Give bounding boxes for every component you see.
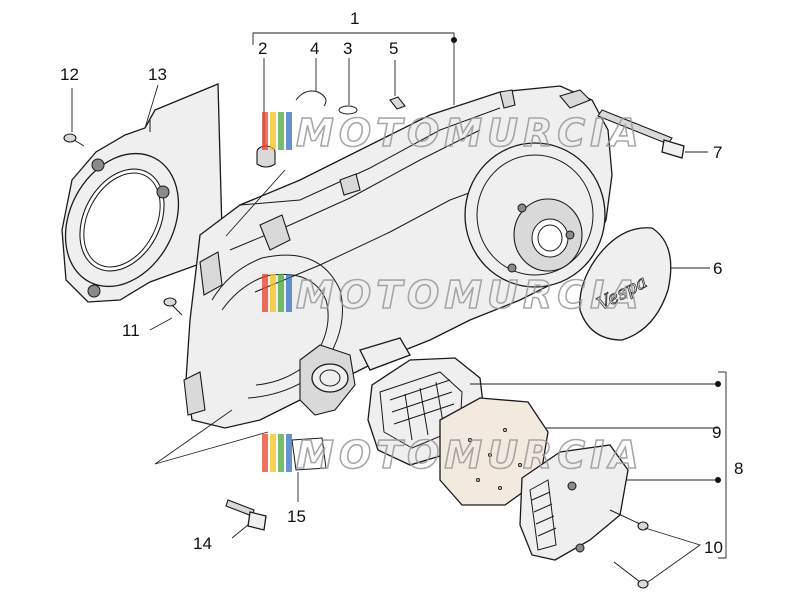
screw-part-11 [163,297,183,316]
callout-6: 6 [713,259,722,278]
callout-8: 8 [734,459,743,478]
transmission-cover-part [183,85,613,429]
watermark-stripe-red [262,434,268,472]
leader-lines [71,32,727,583]
watermark-stripe-green [278,434,284,472]
screw-part-12 [63,133,85,147]
watermark-stripe-yellow [270,112,276,150]
callout-12: 12 [60,65,79,84]
watermark-text: MOTOMURCIA [296,433,644,477]
watermark-stripe-green [278,112,284,150]
watermark-row-top: MOTOMURCIA [262,110,644,156]
watermark-row-bottom: MOTOMURCIA [262,432,644,478]
pin-part-5 [389,96,406,110]
callout-7: 7 [713,143,722,162]
watermark-stripe-red [262,112,268,150]
watermark-stripe-red [262,274,268,312]
watermark-text: MOTOMURCIA [296,111,644,155]
watermark-stripe-blue [286,112,292,150]
watermark-stripe-green [278,274,284,312]
callout-2: 2 [258,39,267,58]
logo-cover-part-6: Vespa [579,227,672,341]
callout-11: 11 [122,321,140,340]
bolt-part-14 [225,499,267,531]
callout-9: 9 [712,423,721,442]
heat-shield-part [61,83,223,303]
gasket-part-15 [291,437,327,471]
clip-part-4 [295,90,327,107]
watermark-stripe-blue [286,434,292,472]
watermark: MOTOMURCIA MOTOMURCIA MOTOMURCIA [262,110,644,478]
callout-3: 3 [343,39,352,58]
watermark-stripe-yellow [270,434,276,472]
callout-15: 15 [287,507,306,526]
callout-labels: 1 2 3 4 5 6 7 8 9 10 11 12 13 14 15 [60,9,743,557]
watermark-text: MOTOMURCIA [296,273,644,317]
callout-1: 1 [350,9,359,28]
bolt-part-7 [597,109,685,159]
watermark-stripe-yellow [270,274,276,312]
screws-part-10 [609,509,649,589]
callout-13: 13 [148,65,167,84]
callout-5: 5 [389,39,398,58]
callout-14: 14 [193,534,212,553]
o-ring-part-3 [338,105,358,115]
filter-cover-part-8 [519,444,629,561]
watermark-stripe-blue [286,274,292,312]
watermark-row-middle: MOTOMURCIA [262,272,644,318]
callout-10: 10 [704,538,723,557]
callout-4: 4 [310,39,319,58]
